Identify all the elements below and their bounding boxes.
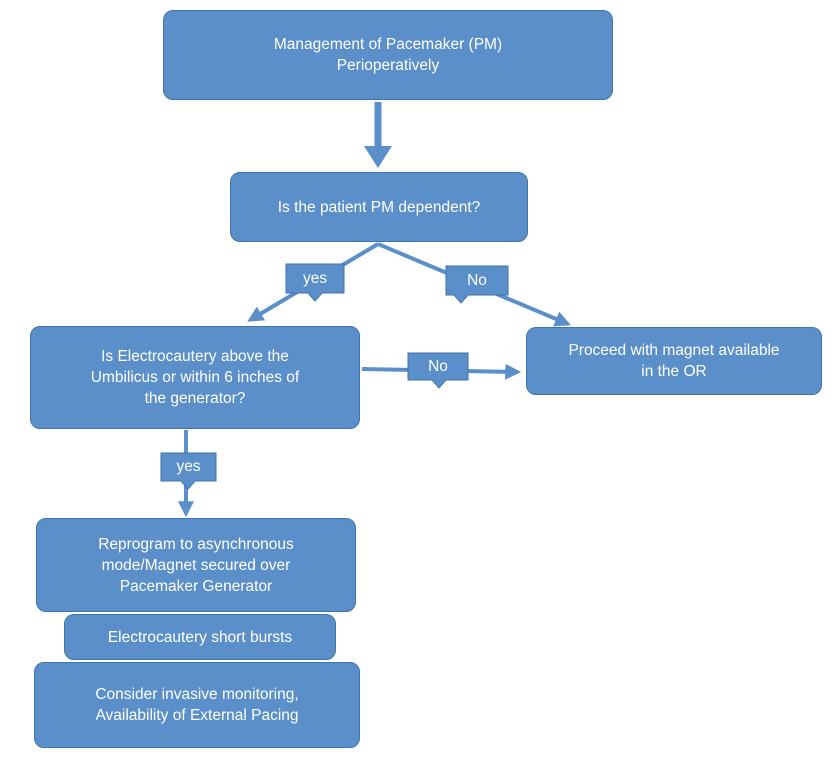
node-short-bursts: Electrocautery short bursts <box>64 614 336 660</box>
node-invasive-monitoring-text: Consider invasive monitoring, Availabili… <box>95 686 299 724</box>
node-reprogram-text: Reprogram to asynchronous mode/Magnet se… <box>98 535 294 595</box>
edge-label-yes-2: yes <box>176 458 201 475</box>
node-title: Management of Pacemaker (PM) Perioperati… <box>163 10 613 100</box>
edge-label-no-1: No <box>467 272 487 289</box>
edge-label-yes-1: yes <box>302 270 328 287</box>
label-shape-yes-2 <box>160 452 217 490</box>
label-shape-yes-1 <box>285 263 345 302</box>
label-shape-no-2 <box>407 352 469 389</box>
node-title-text: Management of Pacemaker (PM) Perioperati… <box>273 36 503 74</box>
node-proceed-magnet-text: Proceed with magnet available in the OR <box>568 342 780 380</box>
node-pm-dependent-text: Is the patient PM dependent? <box>277 198 481 216</box>
node-electrocautery: Is Electrocautery above the Umbilicus or… <box>30 326 360 429</box>
node-reprogram: Reprogram to asynchronous mode/Magnet se… <box>36 518 356 612</box>
node-pm-dependent: Is the patient PM dependent? <box>230 172 528 242</box>
node-invasive-monitoring: Consider invasive monitoring, Availabili… <box>34 662 360 748</box>
arrowhead-title-to-pm-dependent <box>364 146 392 168</box>
edge-label-no-2: No <box>428 358 448 375</box>
node-proceed-magnet: Proceed with magnet available in the OR <box>526 327 822 395</box>
node-electrocautery-text: Is Electrocautery above the Umbilicus or… <box>90 348 300 407</box>
label-shape-no-1 <box>445 265 509 304</box>
node-short-bursts-text: Electrocautery short bursts <box>107 628 293 646</box>
